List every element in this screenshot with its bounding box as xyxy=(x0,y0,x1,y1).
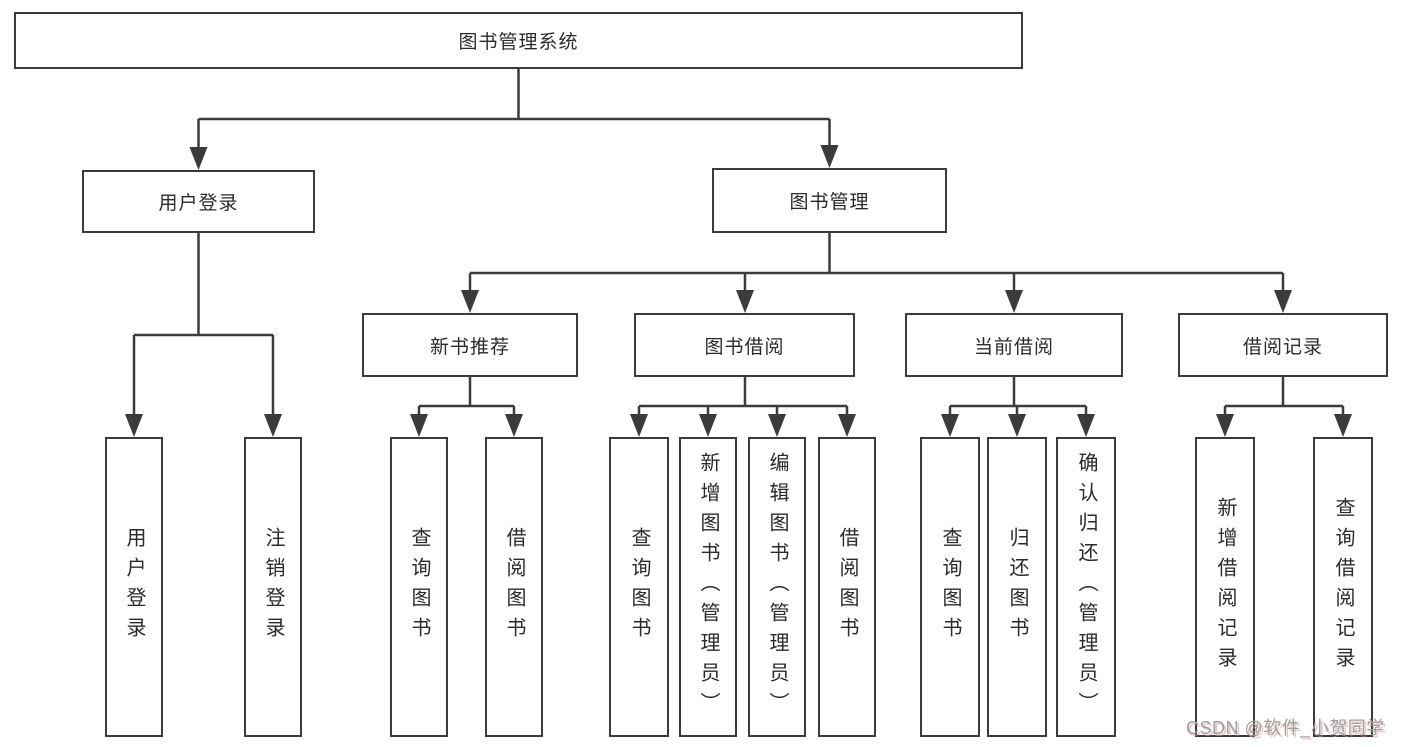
node-root-label: 图书管理系统 xyxy=(458,32,579,53)
leaf-query-borrow-record-label: 查询借阅记录 xyxy=(1332,497,1354,677)
leaf-edit-book-admin-label: 编辑图书（管理员） xyxy=(766,452,788,722)
leaf-return-book: 归还图书 xyxy=(987,437,1047,737)
leaf-borrowing-query-books: 查询图书 xyxy=(609,437,669,737)
leaf-edit-book-admin: 编辑图书（管理员） xyxy=(748,437,806,737)
csdn-watermark: CSDN @软件_小贺同学 xyxy=(1186,718,1385,738)
leaf-add-borrow-record-label: 新增借阅记录 xyxy=(1214,497,1236,677)
node-book-management-label: 图书管理 xyxy=(789,192,870,213)
leaf-recommend-query-books: 查询图书 xyxy=(390,437,448,737)
node-user-login-label: 用户登录 xyxy=(158,193,239,214)
leaf-add-borrow-record: 新增借阅记录 xyxy=(1195,437,1255,737)
node-borrowing-records: 借阅记录 xyxy=(1178,313,1388,377)
leaf-add-book-admin-label: 新增图书（管理员） xyxy=(697,452,719,722)
node-borrowing-records-label: 借阅记录 xyxy=(1242,336,1323,358)
leaf-recommend-borrow-books-label: 借阅图书 xyxy=(503,527,525,647)
leaf-confirm-return-admin-label: 确认归还（管理员） xyxy=(1075,452,1097,722)
leaf-query-borrow-record: 查询借阅记录 xyxy=(1313,437,1373,737)
node-new-book-recommend: 新书推荐 xyxy=(362,313,578,377)
leaf-borrowing-borrow-books: 借阅图书 xyxy=(818,437,876,737)
node-book-management-branch: 图书管理 xyxy=(712,168,947,233)
leaf-confirm-return-admin: 确认归还（管理员） xyxy=(1056,437,1116,737)
node-book-borrowing-label: 图书借阅 xyxy=(704,336,785,358)
node-current-borrowing: 当前借阅 xyxy=(905,313,1123,377)
leaf-borrowing-query-books-label: 查询图书 xyxy=(628,527,650,647)
leaf-add-book-admin: 新增图书（管理员） xyxy=(679,437,737,737)
node-new-book-recommend-label: 新书推荐 xyxy=(429,336,510,358)
node-current-borrowing-label: 当前借阅 xyxy=(973,336,1054,358)
leaf-recommend-query-books-label: 查询图书 xyxy=(408,527,430,647)
node-user-login-branch: 用户登录 xyxy=(82,170,315,233)
leaf-user-login: 用户登录 xyxy=(105,437,163,737)
node-book-borrowing: 图书借阅 xyxy=(634,313,855,377)
node-root-system: 图书管理系统 xyxy=(14,12,1023,69)
leaf-return-book-label: 归还图书 xyxy=(1006,527,1028,647)
leaf-borrowing-borrow-books-label: 借阅图书 xyxy=(836,527,858,647)
leaf-user-login-label: 用户登录 xyxy=(123,527,145,647)
arrowheads xyxy=(125,145,1352,437)
leaf-logout-label: 注销登录 xyxy=(262,527,284,647)
leaf-recommend-borrow-books: 借阅图书 xyxy=(485,437,543,737)
leaf-logout: 注销登录 xyxy=(244,437,302,737)
leaf-current-query-books-label: 查询图书 xyxy=(939,527,961,647)
leaf-current-query-books: 查询图书 xyxy=(920,437,980,737)
